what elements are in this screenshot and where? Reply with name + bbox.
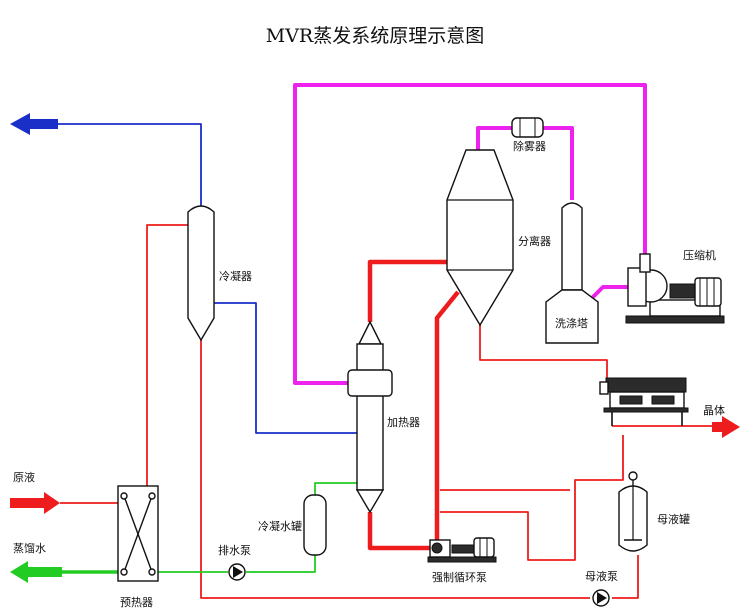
defogger-unit [511,117,544,138]
label-condensate-tank: 冷凝水罐 [258,519,302,533]
label-crystal: 晶体 [703,403,725,417]
distilled-water-arrow-icon [10,561,62,583]
heater-unit [347,320,393,514]
raw-liquid-arrow-icon [10,492,60,514]
steam-pipe-main [293,83,647,385]
label-defogger: 除雾器 [513,139,546,153]
mother-liquor-pump [592,589,610,607]
crystal-feed-pipe [479,325,608,378]
exhaust-pipe-top [50,123,202,207]
label-heater: 加热器 [387,416,420,429]
scrubber-unit [545,202,599,344]
steam-pipe-scrubber-to-compressor [588,285,628,302]
mother-pipe-up [612,555,639,599]
separator-vessel [446,149,514,327]
diagram-title: MVR蒸发系统原理示意图 [266,25,484,47]
crystal-arrow-icon [712,416,740,438]
steam-pipe-defog-to-scrubber [543,126,574,200]
feed-pipe-to-condenser [146,224,188,486]
exhaust-pipe-heater [214,302,357,434]
label-scrubber: 洗涤塔 [555,316,588,330]
circ-pipe-down [434,290,460,548]
label-distilled-water: 蒸馏水 [13,541,46,555]
label-condenser: 冷凝器 [219,269,252,283]
label-drain-pump: 排水泵 [218,543,251,557]
compressor-unit [625,253,725,324]
centrifuge-unit [599,377,689,426]
label-raw-liquid: 原液 [13,470,35,484]
feed-pipe-bottom [200,340,590,599]
label-mother-tank: 母液罐 [657,512,690,526]
condensate-tank [303,494,327,556]
mother-return-pipe [440,435,624,561]
label-forced-pump: 强制循环泵 [432,571,487,584]
drain-pump [228,563,246,581]
condenser-column [187,205,215,342]
exhaust-arrow-icon [10,113,58,135]
water-pipe-pump [246,555,316,573]
forced-circulation-pump [427,537,497,563]
label-preheater: 预热器 [120,596,153,609]
label-compressor: 压缩机 [683,248,716,262]
preheater-unit [117,485,159,582]
circ-pipe-bottom [367,512,430,551]
mother-liquor-tank [618,471,648,552]
label-separator: 分离器 [518,234,551,248]
label-mother-pump: 母液泵 [585,569,618,583]
water-pipe-heater [314,482,357,495]
circ-pipe-top [367,259,447,322]
